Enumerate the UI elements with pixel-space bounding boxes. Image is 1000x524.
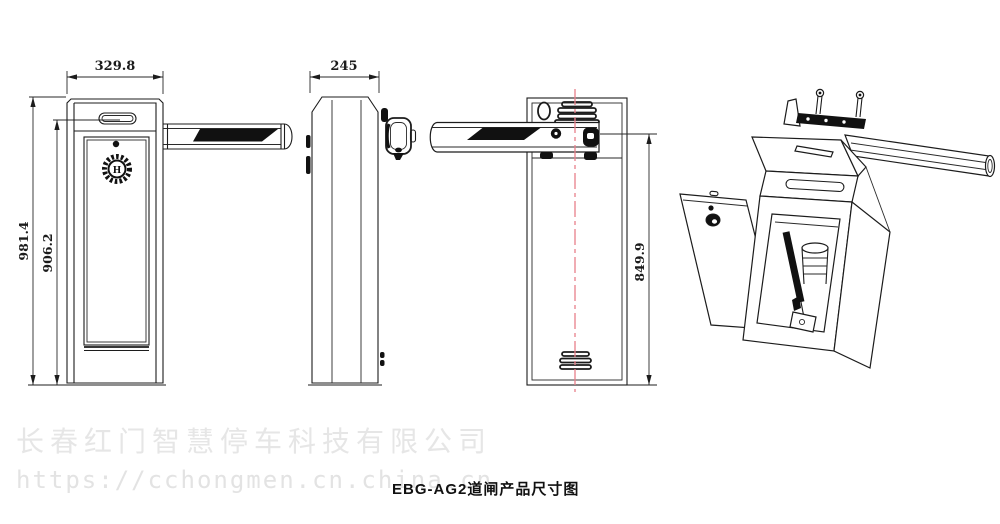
arm-end-cap: [284, 123, 293, 150]
side-cabinet: [306, 96, 385, 386]
dim-label-side-depth: 245: [330, 59, 357, 74]
isometric-exploded-view: [679, 88, 996, 369]
dim-overall-height: 981.4: [16, 96, 66, 385]
brand-gear-logo: H: [102, 154, 132, 184]
iso-arm: [844, 134, 996, 178]
dim-side-depth: 245: [309, 59, 380, 93]
dim-label-overall-height: 981.4: [16, 221, 31, 260]
shaft-bellows: [554, 101, 600, 125]
dim-indicator-height: 906.2: [40, 119, 120, 385]
iso-cabinet-head: [751, 136, 867, 203]
keyhole-dot: [112, 140, 120, 148]
url-watermark: https://cchongmen.cn.china.cn: [16, 466, 494, 494]
iso-internal-mechanism: [782, 231, 829, 333]
drawing-title: EBG-AG2道闸产品尺寸图: [392, 481, 580, 498]
iso-head-slot: [794, 145, 834, 158]
front-view: 329.8 981.4 906.2: [16, 59, 293, 386]
dim-arm-axis-height: 849.9: [600, 133, 657, 385]
svg-text:H: H: [113, 166, 122, 176]
rear-view: 849.9: [429, 89, 657, 392]
iso-clamp-bolts: [783, 88, 866, 129]
front-cabinet: H: [28, 98, 166, 386]
cable-hole: [537, 101, 551, 121]
side-view: 245: [306, 59, 417, 386]
dim-label-arm-axis-height: 849.9: [632, 242, 647, 281]
rear-arm: [429, 121, 600, 160]
balance-spring: [782, 231, 805, 303]
arm-shaft-hub: [381, 108, 417, 160]
company-watermark: 长春红门智慧停车科技有限公司: [16, 426, 493, 457]
indicator-lamp-slot: [98, 112, 137, 125]
dim-label-front-width: 329.8: [95, 59, 136, 74]
dim-front-width: 329.8: [66, 59, 164, 94]
rear-cabinet: [526, 97, 657, 386]
arm-stripe: [193, 129, 278, 142]
iso-cabinet-body: [742, 166, 891, 369]
front-arm: [163, 123, 293, 150]
iso-lamp-slot: [785, 178, 845, 193]
dim-label-indicator-height: 906.2: [40, 233, 55, 272]
front-door-panel: [83, 136, 150, 346]
